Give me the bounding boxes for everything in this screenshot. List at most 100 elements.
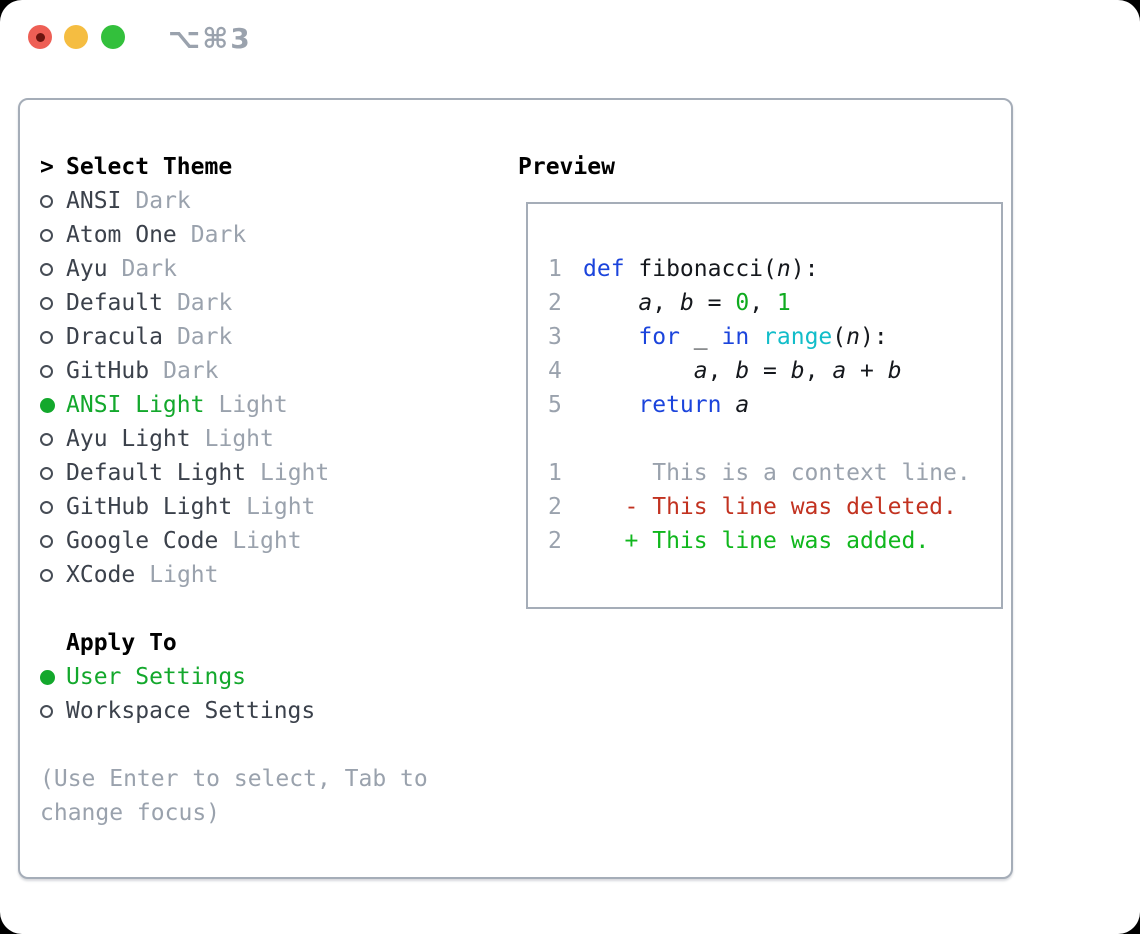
code-token: b: [887, 358, 902, 384]
option-label: Default: [66, 290, 163, 316]
option-label: Ayu Light: [66, 426, 191, 452]
code-token: [583, 324, 638, 350]
option-tag: Light: [149, 562, 219, 588]
apply-option[interactable]: Workspace Settings: [40, 694, 428, 728]
code-line: 3 for _ in range(n):: [548, 320, 1001, 354]
line-number: 5: [548, 392, 562, 418]
option-tag: Dark: [190, 222, 247, 248]
theme-option[interactable]: ANSI Light Light: [40, 388, 428, 422]
zoom-button[interactable]: [101, 25, 125, 49]
code-content: - This line was deleted.: [583, 490, 957, 524]
code-token: _: [679, 324, 722, 350]
code-token: + This line was added.: [583, 528, 930, 554]
code-line: 2 a, b = 0, 1: [548, 286, 1001, 320]
code-line: [548, 422, 1001, 456]
line-number: 1: [548, 460, 562, 486]
code-token: for: [638, 324, 680, 350]
code-content: a, b = 0, 1: [583, 286, 790, 320]
radio-icon: [40, 262, 53, 276]
code-token: =: [749, 358, 791, 384]
option-label: Default Light: [66, 460, 247, 486]
minimize-button[interactable]: [64, 25, 88, 49]
apply-option[interactable]: User Settings: [40, 660, 428, 694]
theme-option[interactable]: Google Code Light: [40, 524, 428, 558]
preview-title: Preview: [518, 154, 615, 180]
close-button[interactable]: [28, 25, 52, 49]
option-label: Google Code: [66, 528, 219, 554]
line-number: 2: [548, 290, 562, 316]
radio-selected-icon: [40, 669, 55, 685]
code-token: ,: [749, 290, 777, 316]
radio-icon: [40, 466, 53, 480]
code-token: return: [638, 392, 722, 418]
code-token: (: [832, 324, 847, 350]
radio-icon: [40, 330, 53, 344]
select-theme-header: > Select Theme: [40, 150, 428, 184]
gap: [40, 592, 428, 626]
code-content: a, b = b, a + b: [583, 354, 902, 388]
radio-icon: [40, 194, 53, 208]
radio-icon: [40, 432, 53, 446]
code-token: ):: [860, 324, 888, 350]
radio-icon: [40, 296, 53, 310]
code-content: return a: [583, 388, 749, 422]
code-content: for _ in range(n):: [583, 320, 888, 354]
radio-icon: [40, 534, 53, 548]
option-tag: Dark: [163, 358, 219, 384]
code-content: + This line was added.: [583, 524, 930, 558]
code-line: 4 a, b = b, a + b: [548, 354, 1001, 388]
line-number: [548, 422, 583, 456]
code-token: b: [679, 290, 694, 316]
code-token: n: [846, 324, 861, 350]
radio-icon: [40, 704, 53, 718]
code-token: a: [693, 358, 708, 384]
line-number: 3: [548, 324, 562, 350]
option-tag: Dark: [121, 256, 177, 282]
code-token: range: [763, 324, 833, 350]
option-tag: Light: [218, 392, 288, 418]
option-label: Workspace Settings: [66, 698, 316, 724]
help-line: change focus): [40, 800, 221, 826]
radio-icon: [40, 500, 53, 514]
option-tag: Light: [232, 528, 302, 554]
code-line: 1 This is a context line.: [548, 456, 1001, 490]
option-label: XCode: [66, 562, 136, 588]
code-token: 0: [735, 290, 750, 316]
theme-option[interactable]: XCode Light: [40, 558, 428, 592]
code-token: - This line was deleted.: [583, 494, 957, 520]
code-token: ,: [707, 358, 736, 384]
code-token: This is a context line.: [583, 460, 971, 486]
code-line: 5 return a: [548, 388, 1001, 422]
code-token: fibonacci(: [624, 256, 777, 282]
code-token: a: [832, 358, 847, 384]
code-token: a: [735, 392, 750, 418]
line-number: 2: [548, 528, 562, 554]
section-title: Apply To: [66, 630, 177, 656]
code-token: [583, 358, 694, 384]
keyboard-shortcut-label: ⌥⌘3: [168, 22, 252, 55]
section-title: Select Theme: [66, 154, 233, 180]
code-token: ):: [790, 256, 819, 282]
code-content: def fibonacci(n):: [583, 252, 818, 286]
help-line: (Use Enter to select, Tab to: [40, 766, 428, 792]
code-token: in: [721, 324, 750, 350]
help-text: (Use Enter to select, Tab to change focu…: [40, 762, 428, 830]
line-number: 2: [548, 494, 562, 520]
option-label: ANSI Light: [66, 392, 205, 418]
